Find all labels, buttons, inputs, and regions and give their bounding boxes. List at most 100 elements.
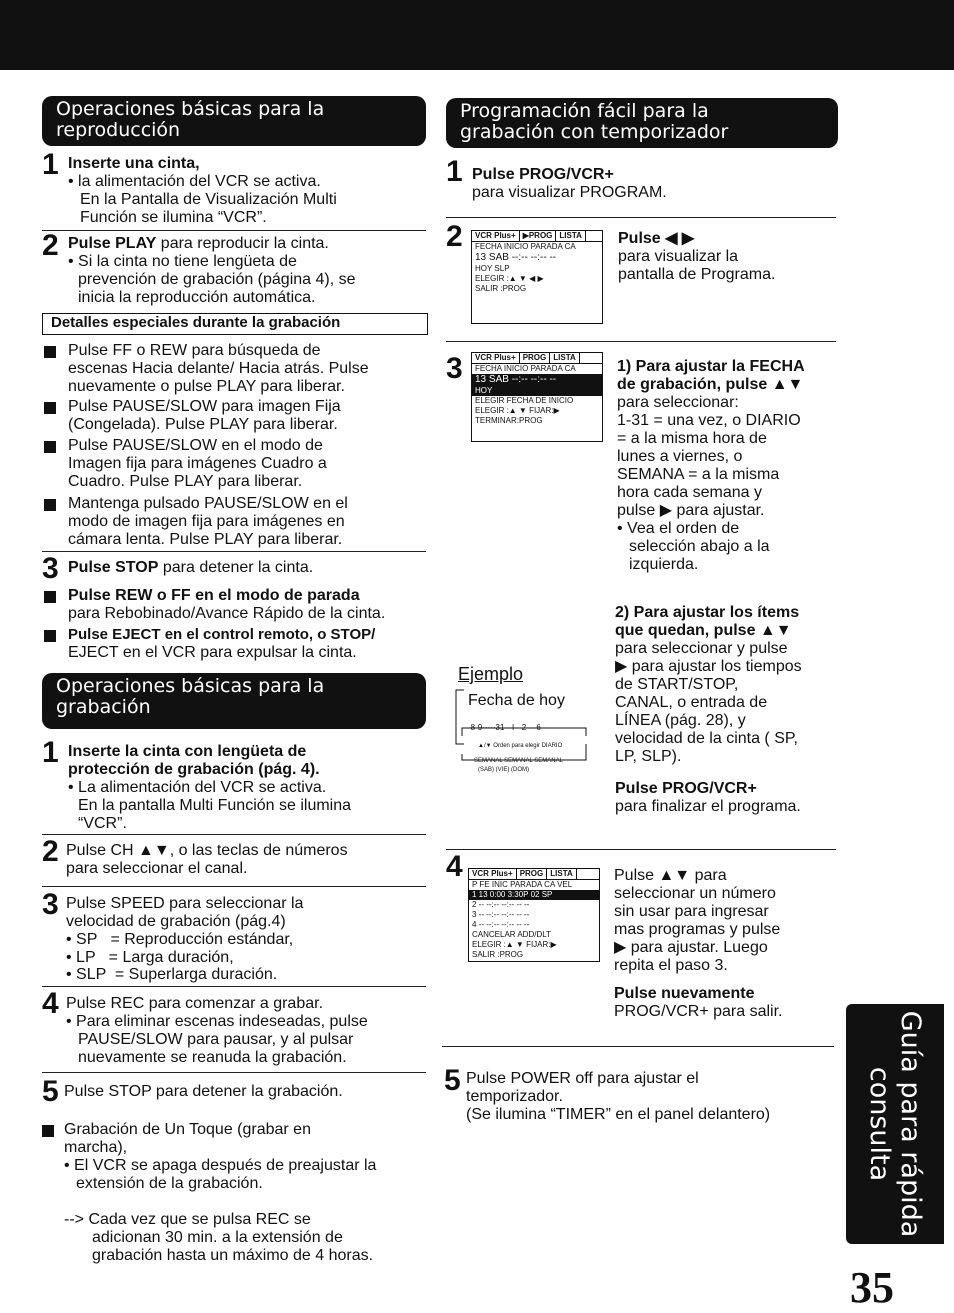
screen-row: FECHA INICIO PARADA CA: [475, 242, 576, 251]
header-line: Operaciones básicas para la: [56, 675, 325, 697]
step-title: 1) Para ajustar la FECHA: [617, 358, 805, 375]
screen-tab: VCR Plus+: [472, 231, 520, 241]
step-text: velocidad de la cinta ( SP,: [615, 730, 798, 747]
screen-row: FECHA INICIO PARADA CA: [475, 364, 576, 373]
step-text: En la Pantalla de Visualización Multi: [80, 191, 337, 208]
step-text: para seleccionar:: [617, 394, 739, 411]
step-number: 1: [42, 736, 59, 769]
bullet-square: [44, 441, 56, 453]
program-list-screen: VCR Plus+ PROG LISTA P FE INIC PARADA CA…: [468, 868, 600, 962]
step-text: LP, SLP).: [615, 748, 682, 765]
example-caption: Fecha de hoy: [468, 692, 565, 709]
quick-guide-tab: [846, 1004, 944, 1244]
divider: [446, 341, 836, 342]
step-text: para finalizar el programa.: [615, 798, 801, 815]
step-number: 1: [42, 148, 59, 181]
screen-row: ELEGIR FECHA DE INICIO: [475, 396, 574, 405]
step-text: 1-31 = una vez, o DIARIO: [617, 412, 801, 429]
divider: [42, 230, 426, 231]
step-text: repita el paso 3.: [614, 957, 728, 974]
step-text: para seleccionar y pulse: [615, 640, 788, 657]
example-label: Ejemplo: [458, 664, 524, 684]
bullet-text: marcha),: [64, 1139, 128, 1156]
step-text: pulse ▶ para ajustar.: [617, 502, 765, 519]
screen-tab: VCR Plus+: [469, 869, 517, 879]
divider: [446, 849, 836, 850]
bullet-text: Grabación de Un Toque (grabar en: [64, 1121, 311, 1138]
step-title: Pulse nuevamente: [614, 985, 755, 1002]
screen-tab: LISTA: [547, 869, 577, 879]
step-text: para seleccionar el canal.: [66, 860, 248, 877]
step-number: 2: [42, 835, 59, 868]
step-rest: para detener la cinta.: [158, 559, 314, 576]
screen-tabs: VCR Plus+ PROG LISTA: [469, 869, 599, 880]
divider: [42, 834, 426, 835]
example-bracket: [455, 689, 464, 745]
note-text: grabación hasta un máximo de 4 horas.: [92, 1247, 374, 1264]
bullet-text: Cuadro. Pulse PLAY para liberar.: [68, 473, 303, 490]
step-text: Pulse REC para comenzar a grabar.: [66, 995, 324, 1012]
step-text: de START/STOP,: [615, 676, 739, 693]
step-number: 1: [446, 155, 463, 188]
screen-row: 13 SAB --:-- --:-- --: [475, 252, 557, 263]
divider: [42, 551, 426, 552]
screen-row-highlight: HOY: [472, 386, 602, 396]
step-text: hora cada semana y: [617, 484, 762, 501]
step-title: Pulse PROG/VCR+: [472, 166, 614, 183]
step-rest: para reproducir la cinta.: [156, 235, 329, 252]
screen-row: SALIR :PROG: [472, 950, 524, 959]
note-text: adicionan 30 min. a la extensión de: [92, 1229, 343, 1246]
bullet-text: EJECT en el VCR para expulsar la cinta.: [68, 644, 357, 661]
step-text: LÍNEA (pág. 28), y: [615, 712, 746, 729]
header-line: Operaciones básicas para la: [56, 98, 325, 120]
page-number: 35: [850, 1263, 894, 1312]
step-text: inicia la reproducción automática.: [78, 289, 316, 306]
step-text: • La alimentación del VCR se activa.: [68, 779, 327, 796]
bullet-text: Pulse REW o FF en el modo de parada: [68, 587, 360, 604]
example-sequence: -8-9·····31-- I --2--- 6--: [468, 723, 547, 732]
example-sequence: ▲/▼ Orden para elegir DIARIO: [478, 743, 563, 749]
step-text: CANAL, o entrada de: [615, 694, 768, 711]
step-text: Pulse ▲▼ para: [614, 867, 727, 884]
tab-line: Guía para rápida: [895, 1010, 926, 1238]
step-title: Inserte la cinta con lengüeta de: [68, 743, 307, 760]
bullet-square: [42, 1125, 54, 1137]
bullet-text: Imagen fija para imágenes Cuadro a: [68, 455, 327, 472]
screen-row: SALIR :PROG: [475, 284, 527, 293]
bullet-text: Pulse EJECT en el control remoto, o STOP…: [68, 626, 376, 643]
bullet-text: Pulse PAUSE/SLOW para imagen Fija: [68, 398, 341, 415]
screen-row: P FE INIC PARADA CA VEL: [472, 880, 573, 889]
step-text: temporizador.: [466, 1088, 563, 1105]
step-text: PAUSE/SLOW para pausar, y al pulsar: [78, 1031, 354, 1048]
top-black-bar: [0, 0, 954, 70]
step-text: ▶ para ajustar. Luego: [614, 939, 768, 956]
screen-row: TERMINAR:PROG: [475, 416, 543, 425]
bullet-text: para Rebobinado/Avance Rápido de la cint…: [68, 605, 386, 622]
step-text: ▶ para ajustar los tiempos: [615, 658, 802, 675]
step-text: “VCR”.: [78, 815, 127, 832]
screen-tab: PROG: [517, 869, 548, 879]
screen-row: ELEGIR :▲ ▼ FIJAR:▶: [472, 940, 557, 949]
screen-tab: ▶PROG: [520, 231, 557, 241]
step-text: para visualizar la: [618, 248, 739, 265]
step-title: de grabación, pulse ▲▼: [617, 376, 804, 393]
step-number: 3: [42, 552, 59, 585]
bullet-text: Pulse FF o REW para búsqueda de: [68, 342, 321, 359]
step-text: Pulse CH ▲▼, o las teclas de números: [66, 842, 348, 859]
program-screen: VCR Plus+ PROG LISTA FECHA INICIO PARADA…: [471, 352, 603, 442]
step-number: 5: [444, 1064, 461, 1097]
screen-row: 3 -- --:-- --:-- -- --: [472, 910, 530, 919]
bullet-text: • El VCR se apaga después de preajustar …: [64, 1157, 377, 1174]
step-text: seleccionar un número: [614, 885, 776, 902]
step-text: prevención de grabación (página 4), se: [78, 271, 356, 288]
screen-tab: PROG: [520, 353, 551, 363]
step-lead: Pulse STOP: [68, 559, 159, 576]
header-line: reproducción: [56, 119, 181, 141]
bullet-text: escenas Hacia delante/ Hacia atrás. Puls…: [68, 360, 369, 377]
step-text: • SP = Reproducción estándar,: [66, 931, 294, 948]
bullet-square: [44, 499, 56, 511]
divider: [42, 986, 426, 987]
step-number: 3: [42, 888, 59, 921]
bullet-text: (Congelada). Pulse PLAY para liberar.: [68, 416, 338, 433]
step-text: En la pantalla Multi Función se ilumina: [78, 797, 352, 814]
